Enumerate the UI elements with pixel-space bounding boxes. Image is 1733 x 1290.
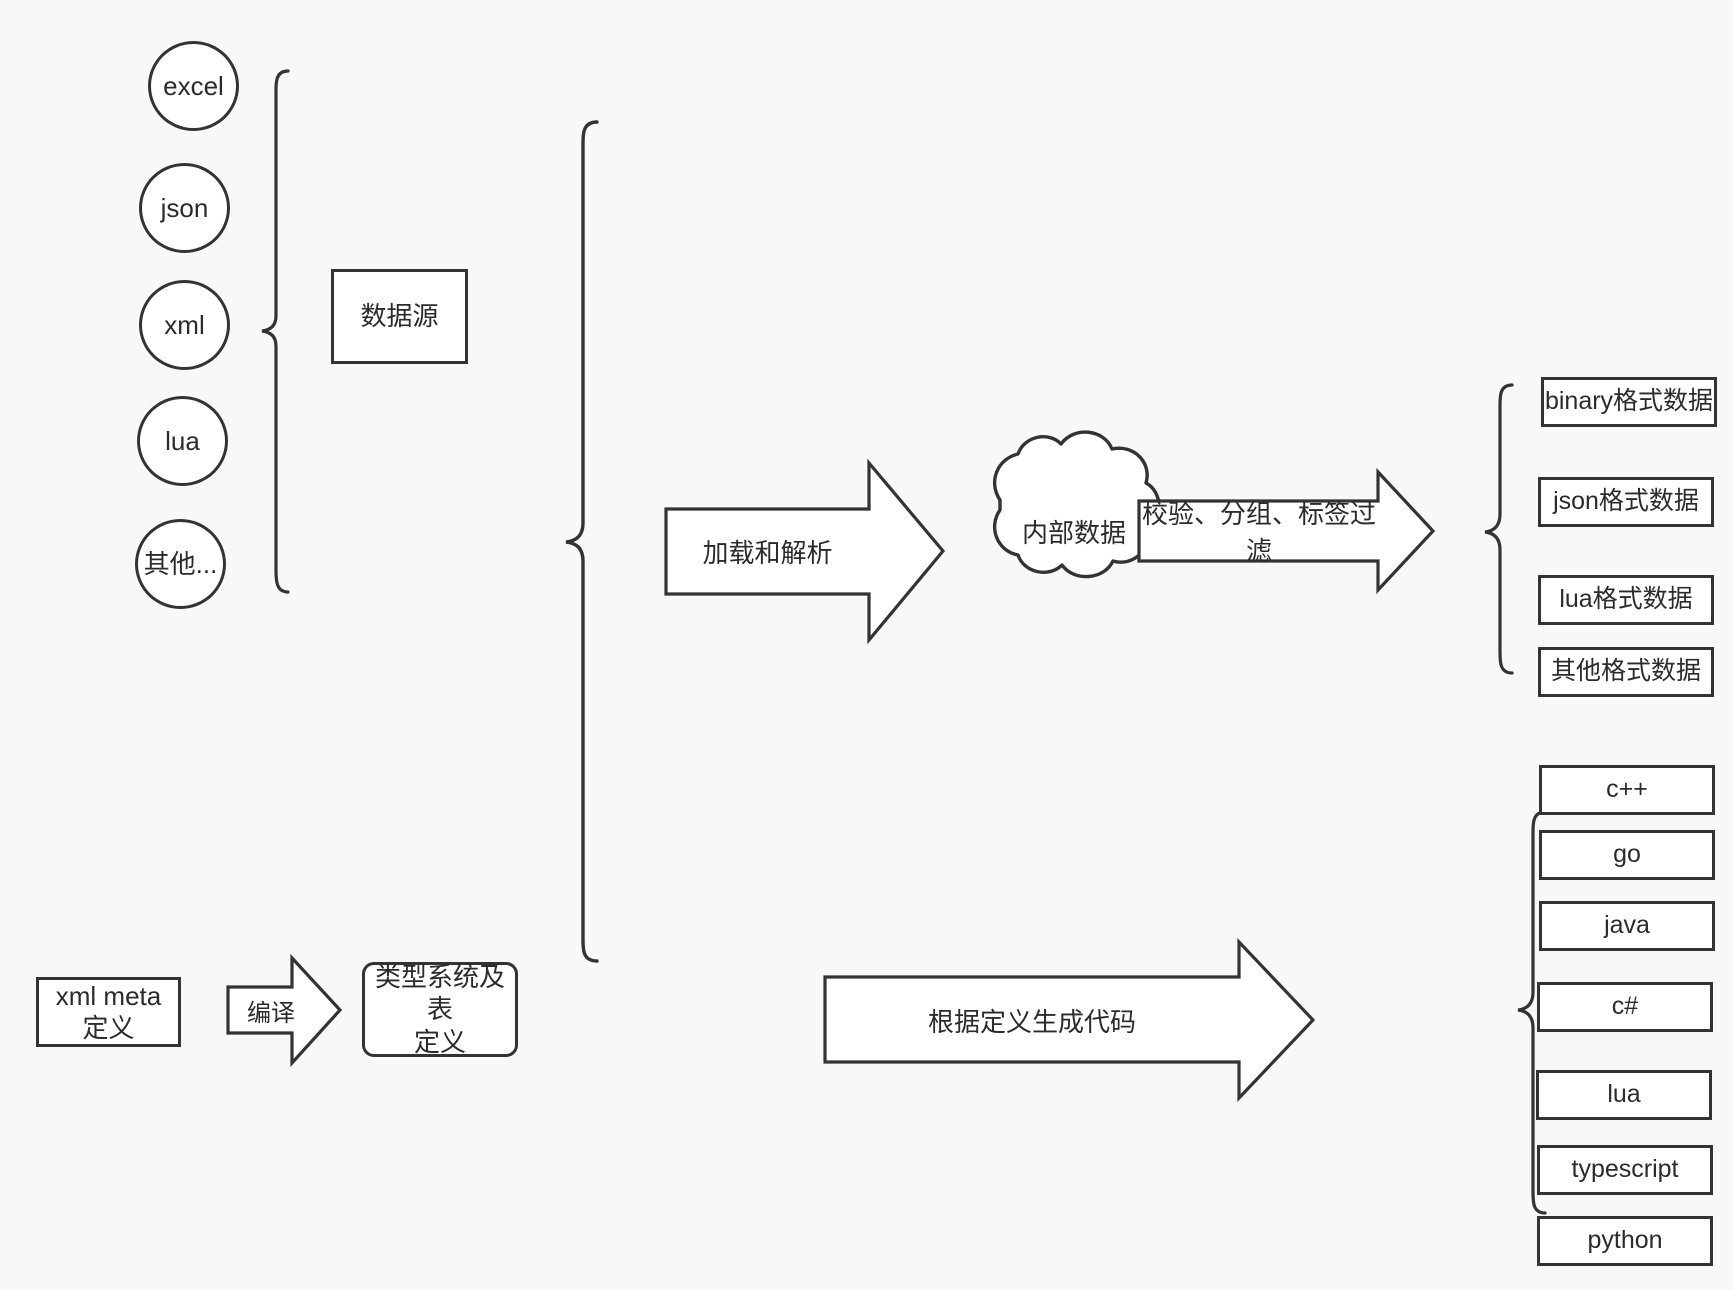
- internal-data-cloud-label: 内部数据: [1021, 517, 1126, 548]
- generate-code-arrow: [823, 937, 1316, 1103]
- output-language-box-cpp[interactable]: c++: [1539, 765, 1715, 815]
- output-language-label: java: [1604, 911, 1650, 940]
- output-language-label: python: [1587, 1226, 1663, 1255]
- source-label: xml: [164, 309, 205, 340]
- output-language-box-java[interactable]: java: [1539, 901, 1715, 951]
- output-format-box-lua[interactable]: lua格式数据: [1538, 575, 1714, 625]
- xml-meta-definition-box[interactable]: xml meta定义: [36, 977, 181, 1047]
- output-format-box-binary[interactable]: binary格式数据: [1541, 377, 1717, 427]
- source-label: json: [160, 192, 209, 223]
- output-language-box-lua[interactable]: lua: [1536, 1070, 1712, 1120]
- data-format-group-brace: [1484, 383, 1514, 675]
- type-system-box[interactable]: 类型系统及表 定义: [362, 962, 518, 1057]
- output-format-label: 其他格式数据: [1550, 657, 1701, 686]
- xml-meta-definition-label: xml meta定义: [55, 980, 162, 1044]
- output-language-box-typescript[interactable]: typescript: [1537, 1145, 1713, 1195]
- output-language-label: lua: [1607, 1080, 1641, 1109]
- filter-arrow: [1137, 467, 1436, 595]
- generate-code-arrow-label: 根据定义生成代码: [927, 1006, 1136, 1037]
- source-group-brace: [261, 69, 290, 594]
- output-format-label: lua格式数据: [1559, 585, 1693, 614]
- internal-data-cloud: [992, 430, 1161, 579]
- source-label: excel: [163, 70, 224, 101]
- source-node-json[interactable]: json: [139, 163, 230, 253]
- output-format-box-other[interactable]: 其他格式数据: [1538, 647, 1714, 697]
- output-language-label: go: [1613, 840, 1641, 869]
- compile-arrow-label: 编译: [247, 999, 295, 1027]
- pipeline-input-brace: [565, 120, 599, 963]
- output-language-label: typescript: [1571, 1155, 1679, 1184]
- output-language-box-csharp[interactable]: c#: [1537, 982, 1713, 1032]
- output-language-box-go[interactable]: go: [1539, 830, 1715, 880]
- output-language-label: c++: [1606, 775, 1648, 804]
- output-format-box-json[interactable]: json格式数据: [1538, 477, 1714, 527]
- compile-arrow: [226, 953, 343, 1068]
- data-source-box[interactable]: 数据源: [331, 269, 468, 364]
- source-node-excel[interactable]: excel: [148, 41, 239, 131]
- output-language-label: c#: [1611, 992, 1639, 1021]
- load-parse-arrow: [664, 458, 946, 645]
- source-label: 其他...: [143, 548, 218, 579]
- source-node-xml[interactable]: xml: [139, 280, 230, 370]
- data-source-label: 数据源: [360, 301, 439, 332]
- source-node-other[interactable]: 其他...: [135, 519, 226, 609]
- source-node-lua[interactable]: lua: [137, 396, 228, 486]
- filter-arrow-label: 校验、分组、标签过滤: [1141, 499, 1376, 566]
- type-system-label: 类型系统及表 定义: [374, 961, 505, 1057]
- output-format-label: binary格式数据: [1544, 387, 1714, 416]
- output-language-box-python[interactable]: python: [1537, 1216, 1713, 1266]
- load-parse-arrow-label: 加载和解析: [702, 537, 833, 568]
- output-format-label: json格式数据: [1553, 487, 1699, 516]
- source-label: lua: [165, 425, 200, 456]
